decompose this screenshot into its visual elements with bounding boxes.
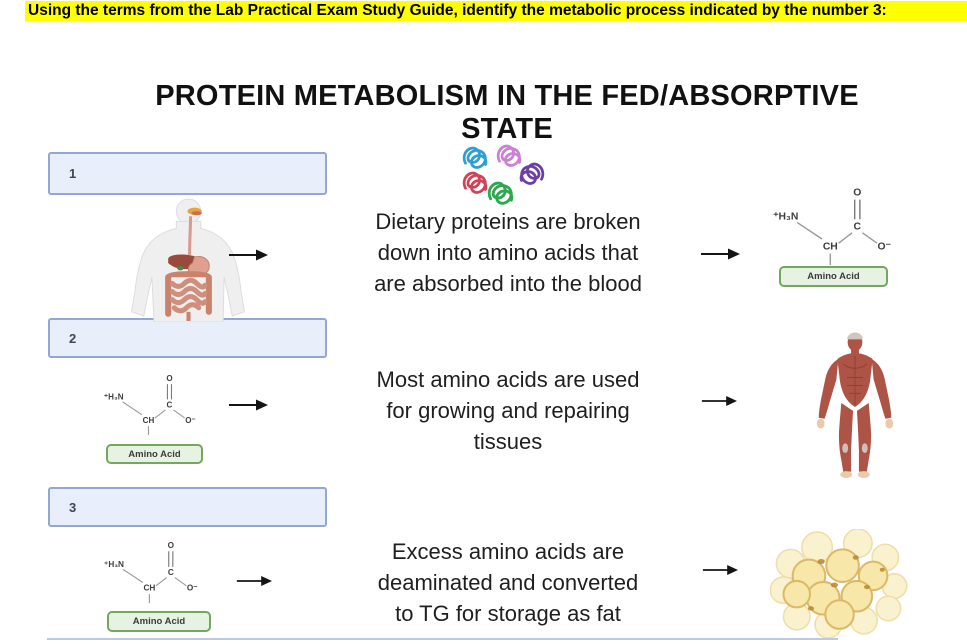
oxygen-atom: O [853,187,861,198]
right-arrow-icon [702,565,738,575]
gallbladder [177,265,184,271]
diagram-title-line2: STATE [461,113,553,145]
amine-group: ⁺H₃N [104,560,124,569]
step-3-description: Excess amino acids are deaminated and co… [377,539,639,626]
alpha-carbon: CH [143,416,155,425]
step-1-description: Dietary proteins are broken down into am… [374,209,642,296]
amino-acid-label: Amino Acid [107,611,211,632]
carbonyl-carbon-atom: C [167,401,173,410]
muscle-body-illustration [816,332,894,479]
amino-acid-structure: O C ⁺H₃N CH O⁻ [773,187,891,265]
step-number-box-1: 1 [48,152,327,195]
question-text: Using the terms from the Lab Practical E… [25,1,967,21]
right-arrow-icon [701,396,737,406]
diagram-title: PROTEIN METABOLISM IN THE FED/ABSORPTIVE… [57,80,957,146]
protein-squiggle [462,146,488,169]
step-number-box-2: 2 [48,318,327,358]
esophagus [188,216,193,255]
protein-squiggles-icon [462,144,545,205]
oxygen-minus: O⁻ [187,584,198,593]
right-arrow-icon [236,576,272,586]
bottom-divider [47,638,838,640]
right-arrow-icon [229,249,268,261]
step-number-box-3: 3 [48,487,327,527]
human-digestive-system-illustration [131,198,245,322]
amine-group: ⁺H₃N [773,211,798,222]
alpha-carbon: CH [823,241,838,252]
fat-cells-illustration [770,529,908,639]
carbonyl-carbon-atom: C [168,568,174,577]
protein-squiggle [462,171,488,194]
step-number: 2 [69,330,77,346]
amine-group: ⁺H₃N [104,392,124,401]
diagram-title-line1: PROTEIN METABOLISM IN THE FED/ABSORPTIVE [155,80,859,112]
amino-acid-label: Amino Acid [779,266,888,287]
oxygen-atom: O [168,541,175,550]
amino-acid-structure: O C ⁺H₃N CH O⁻ [104,374,196,435]
large-intestine [165,271,212,317]
protein-squiggle [519,162,545,185]
small-intestine [169,277,208,314]
step-2-description: Most amino acids are used for growing an… [376,367,640,454]
carbonyl-carbon-atom: C [854,222,862,233]
protein-squiggle [487,181,514,205]
step-number: 3 [69,499,77,515]
oxygen-atom: O [166,374,172,383]
step-number: 1 [69,166,77,181]
right-arrow-icon [701,248,740,260]
oxygen-minus: O⁻ [185,416,196,425]
protein-squiggle [496,144,522,167]
alpha-carbon: CH [143,584,155,593]
amino-acid-label: Amino Acid [106,444,203,464]
oxygen-minus: O⁻ [877,241,891,252]
right-arrow-icon [229,399,268,411]
amino-acid-structure: O C ⁺H₃N CH O⁻ [104,541,198,604]
